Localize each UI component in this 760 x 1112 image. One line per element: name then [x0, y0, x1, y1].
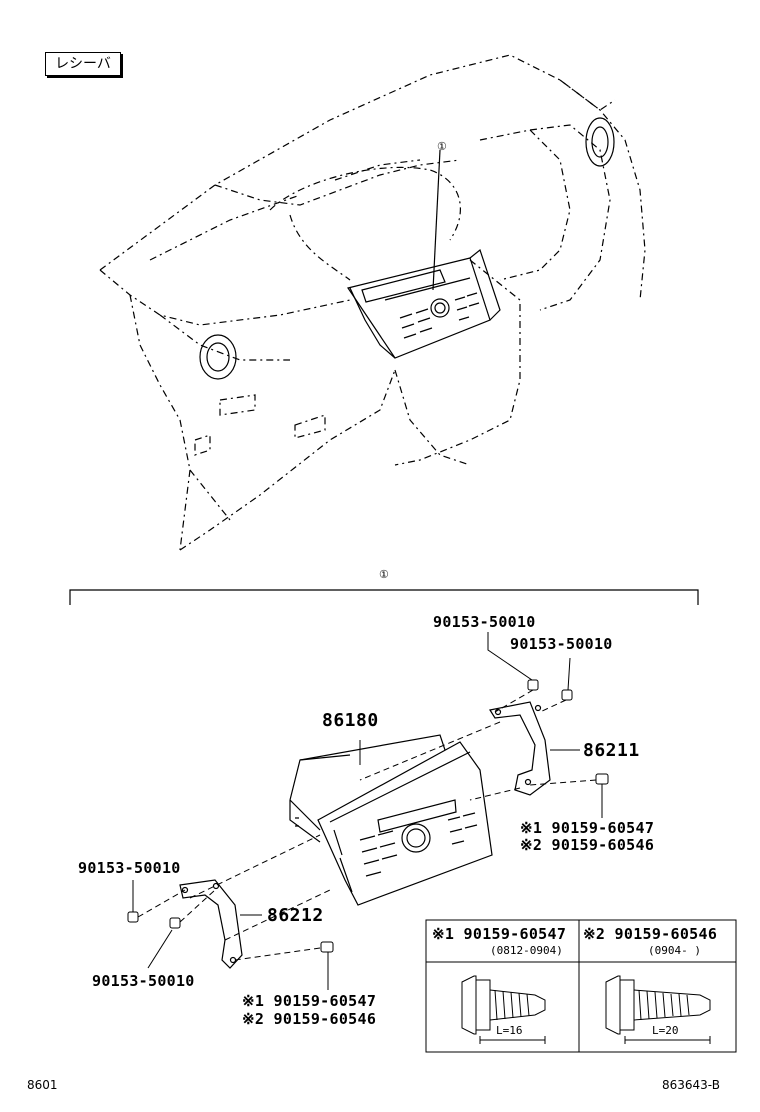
installed-receiver-icon	[347, 149, 501, 359]
assembly-lines	[137, 689, 597, 961]
bracket-86211-icon	[489, 701, 551, 796]
part-label-receiver: 86180	[322, 710, 379, 731]
receiver-86180-icon	[289, 734, 493, 906]
table-col1-length: L=16	[496, 1024, 523, 1037]
table-col2-header: ※2 90159-60546	[583, 925, 718, 943]
table-col1-header: ※1 90159-60547	[432, 925, 567, 943]
ref-marker-1: ①	[437, 140, 447, 153]
bolt-20-icon	[605, 975, 711, 1044]
part-label-bolt-right-1: ※1 90159-60547	[520, 819, 655, 837]
part-label-screw-left-1: 90153-50010	[78, 859, 181, 877]
leader-lines	[132, 632, 603, 990]
left-vent-icon	[199, 334, 237, 380]
part-label-bolt-left-1: ※1 90159-60547	[242, 992, 377, 1010]
section-bracket-line	[69, 589, 699, 605]
bolt-16-icon	[461, 975, 546, 1044]
ref-marker-2: ①	[379, 568, 389, 581]
spec-table	[425, 919, 737, 1053]
part-label-bracket-right: 86211	[583, 740, 640, 761]
part-label-screw-top-1: 90153-50010	[433, 613, 536, 631]
part-label-screw-left-2: 90153-50010	[92, 972, 195, 990]
table-col2-length: L=20	[652, 1024, 679, 1037]
part-label-screw-top-2: 90153-50010	[510, 635, 613, 653]
part-label-bolt-right-2: ※2 90159-60546	[520, 836, 655, 854]
footer-left-code: 8601	[27, 1078, 58, 1092]
footer-right-code: 863643-B	[662, 1078, 720, 1092]
table-col2-date: (0904- )	[648, 944, 701, 957]
part-label-bolt-left-2: ※2 90159-60546	[242, 1010, 377, 1028]
dashboard-outline	[99, 54, 646, 551]
table-col1-date: (0812-0904)	[490, 944, 563, 957]
right-vent-icon	[585, 117, 615, 167]
diagram-title: レシーバ	[45, 52, 121, 76]
part-label-bracket-left: 86212	[267, 905, 324, 926]
